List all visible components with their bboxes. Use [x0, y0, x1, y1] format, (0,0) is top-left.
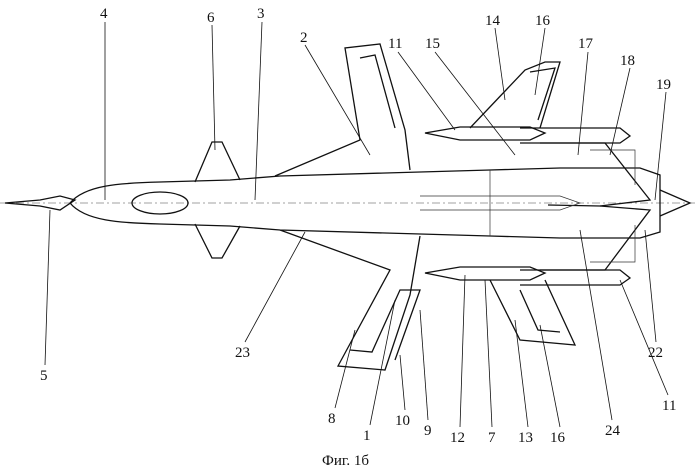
elevator-top [590, 149, 636, 185]
label-13: 13 [518, 430, 533, 446]
figure-caption: Фиг. 1б [322, 453, 369, 469]
label-5: 5 [40, 368, 48, 384]
flap-top [359, 54, 396, 129]
label-6: 6 [207, 10, 215, 26]
label-19: 19 [656, 77, 671, 93]
label-18: 18 [620, 53, 635, 69]
tail-bottom [540, 205, 652, 271]
outer-wing-top [469, 61, 561, 129]
canard-bottom [194, 223, 241, 259]
spine [420, 195, 582, 211]
flap-bottom [349, 289, 421, 361]
tail-top [540, 142, 652, 207]
pod-bottom [424, 266, 547, 281]
elevator-bottom [590, 225, 636, 263]
canard-top [194, 141, 241, 183]
label-17: 17 [578, 36, 594, 52]
aileron-bottom [519, 289, 561, 333]
label-10: 10 [395, 413, 410, 429]
tail-cone [659, 189, 692, 217]
outer-wing-bottom [489, 279, 577, 346]
label-12: 12 [450, 430, 465, 446]
leader-lines [44, 21, 669, 428]
label-7: 7 [488, 430, 496, 446]
label-3: 3 [257, 6, 265, 22]
nose-probe [4, 195, 77, 211]
wing-top [274, 43, 411, 177]
fuselage [69, 167, 661, 239]
label-11-bottom: 11 [662, 398, 676, 414]
label-9: 9 [424, 423, 432, 439]
label-4: 4 [100, 6, 108, 22]
label-2: 2 [300, 30, 308, 46]
label-22: 22 [648, 345, 663, 361]
label-14: 14 [485, 13, 501, 29]
label-8: 8 [328, 411, 336, 427]
aileron-top [529, 67, 556, 121]
label-1: 1 [363, 428, 371, 444]
label-16-top: 16 [535, 13, 551, 29]
label-11-top: 11 [388, 36, 402, 52]
label-16-bottom: 16 [550, 430, 566, 446]
label-24: 24 [605, 423, 621, 439]
canopy [131, 191, 189, 215]
label-15: 15 [425, 36, 440, 52]
wing-bottom [279, 229, 421, 371]
label-23: 23 [235, 345, 250, 361]
pod-top [424, 126, 547, 141]
